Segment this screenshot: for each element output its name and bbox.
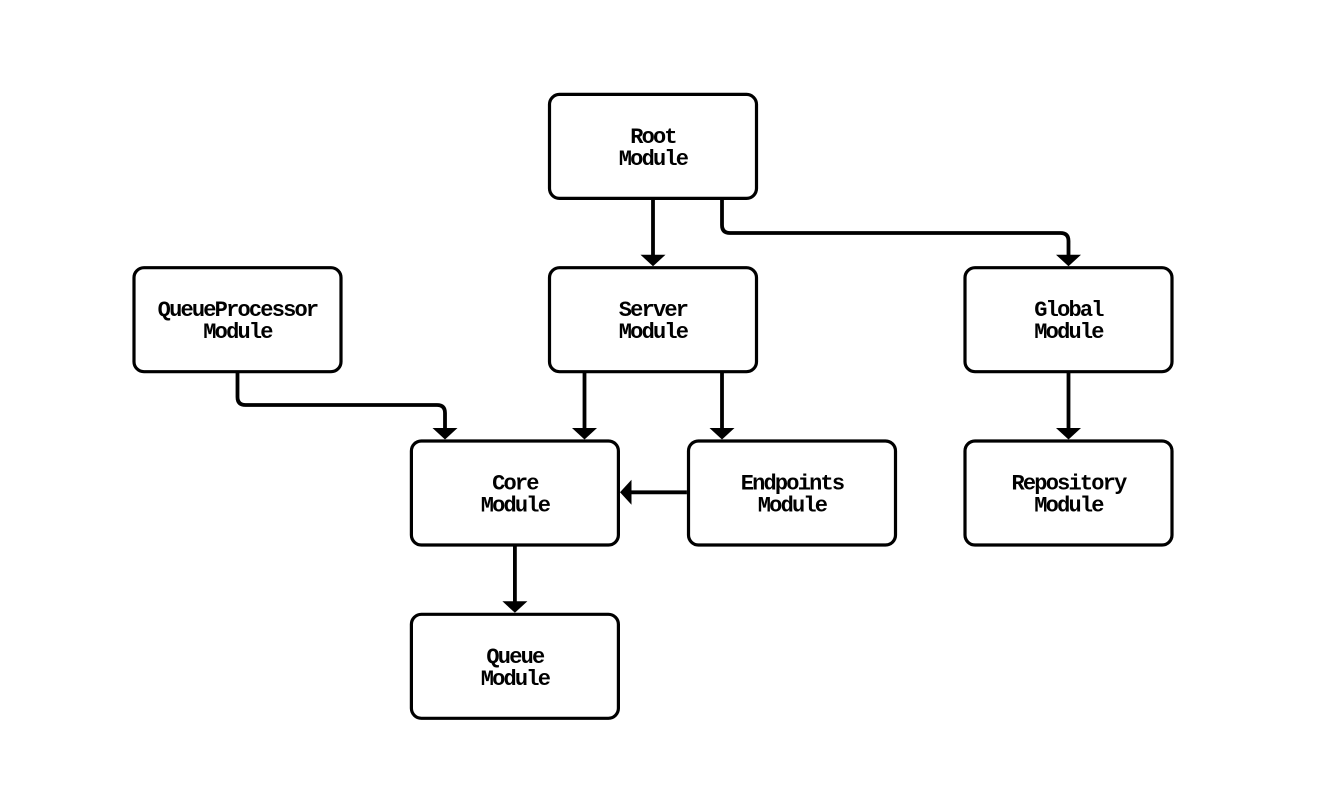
svg-text:Core: Core	[492, 472, 539, 497]
svg-text:Module: Module	[758, 494, 828, 519]
svg-text:QueueProcessor: QueueProcessor	[158, 298, 318, 323]
svg-text:Repository: Repository	[1011, 472, 1127, 497]
svg-text:Global: Global	[1034, 298, 1104, 323]
svg-text:Root: Root	[630, 125, 676, 150]
svg-text:Module: Module	[619, 320, 689, 345]
svg-text:Queue: Queue	[486, 645, 545, 670]
svg-text:Endpoints: Endpoints	[741, 472, 844, 497]
svg-text:Module: Module	[1034, 494, 1104, 519]
svg-text:Module: Module	[1034, 320, 1104, 345]
svg-text:Server: Server	[619, 298, 688, 323]
svg-text:Module: Module	[619, 147, 689, 172]
svg-text:Module: Module	[203, 320, 273, 345]
svg-text:Module: Module	[481, 494, 551, 519]
svg-text:Module: Module	[481, 667, 551, 692]
